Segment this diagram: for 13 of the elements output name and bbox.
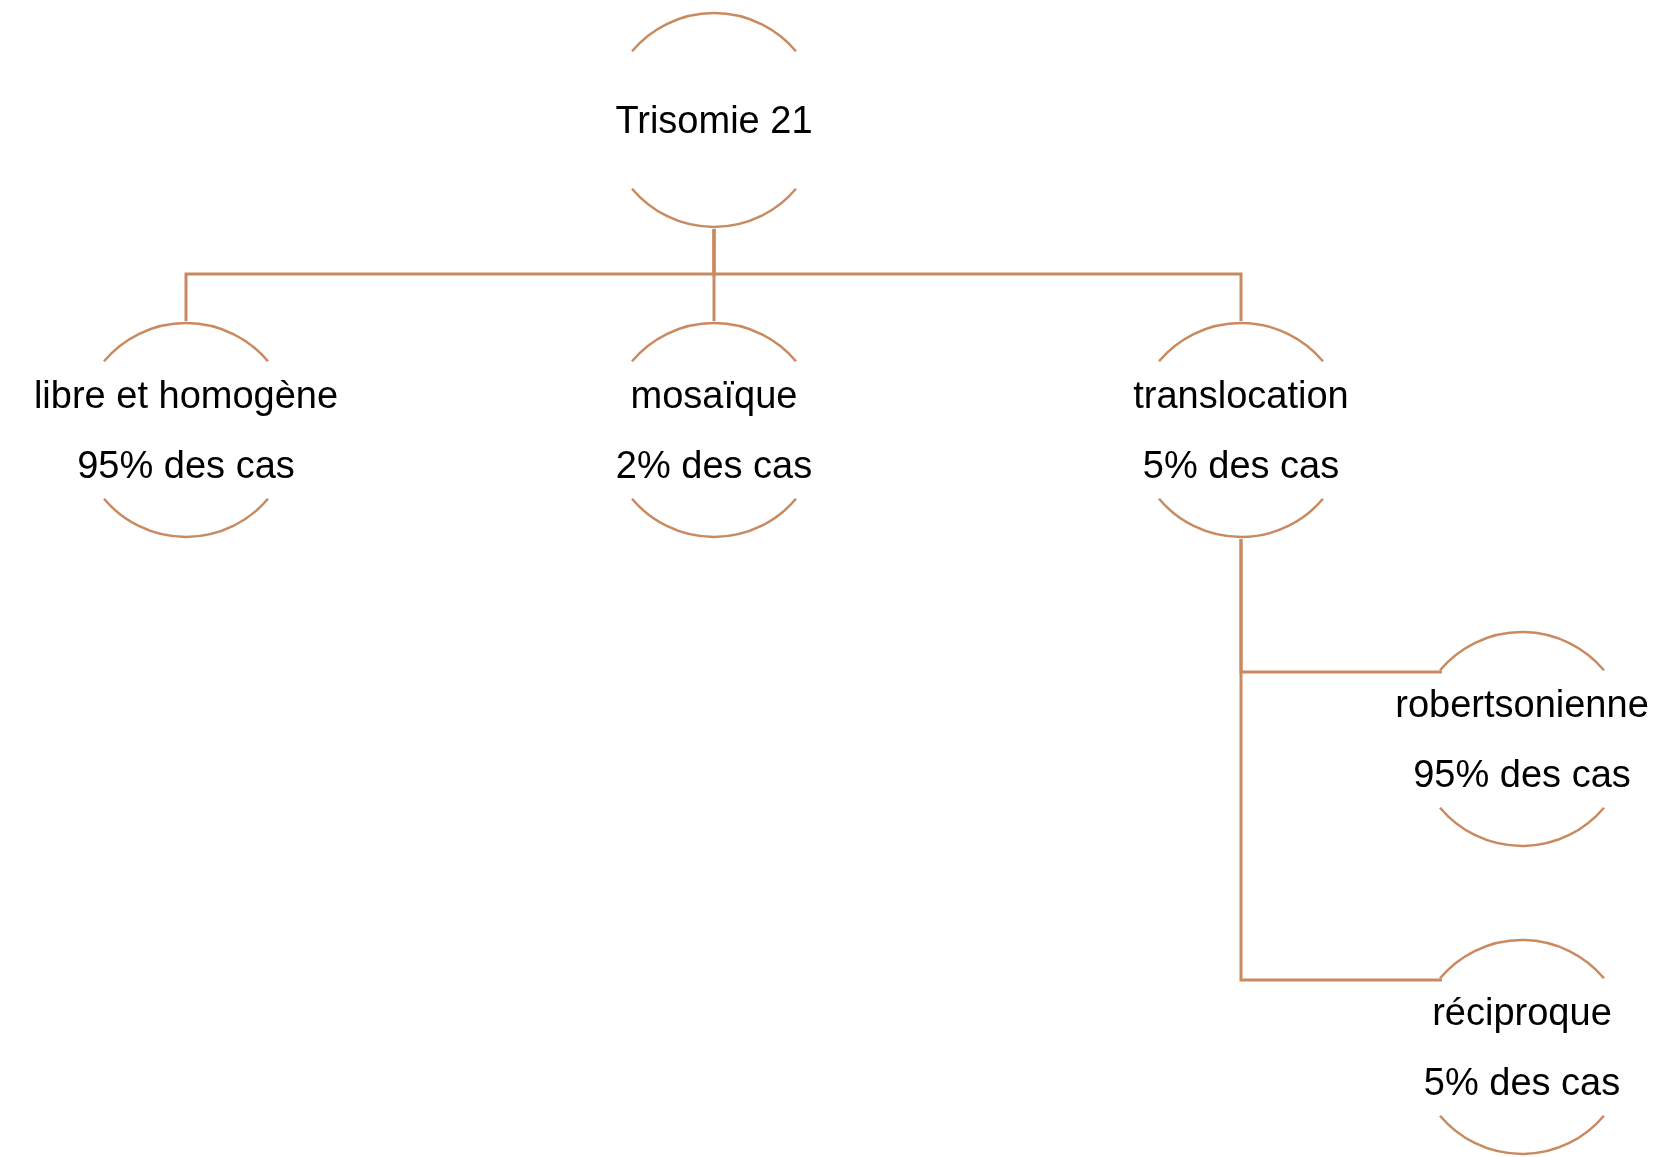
node-title: translocation — [1133, 373, 1349, 417]
connector-line — [712, 229, 1243, 321]
case-percentage: 5% des cas — [1423, 1060, 1621, 1104]
connector-line — [1239, 539, 1442, 982]
node-title: libre et homogène — [33, 373, 339, 417]
node-title: réciproque — [1432, 990, 1612, 1034]
case-percentage: 95% des cas — [1413, 752, 1631, 796]
case-percentage: 5% des cas — [1142, 443, 1340, 487]
node-title: mosaïque — [630, 373, 798, 417]
node-title: robertsonienne — [1395, 682, 1649, 726]
case-percentage: 95% des cas — [77, 443, 295, 487]
node-title: Trisomie 21 — [615, 98, 813, 142]
case-percentage: 2% des cas — [615, 443, 813, 487]
